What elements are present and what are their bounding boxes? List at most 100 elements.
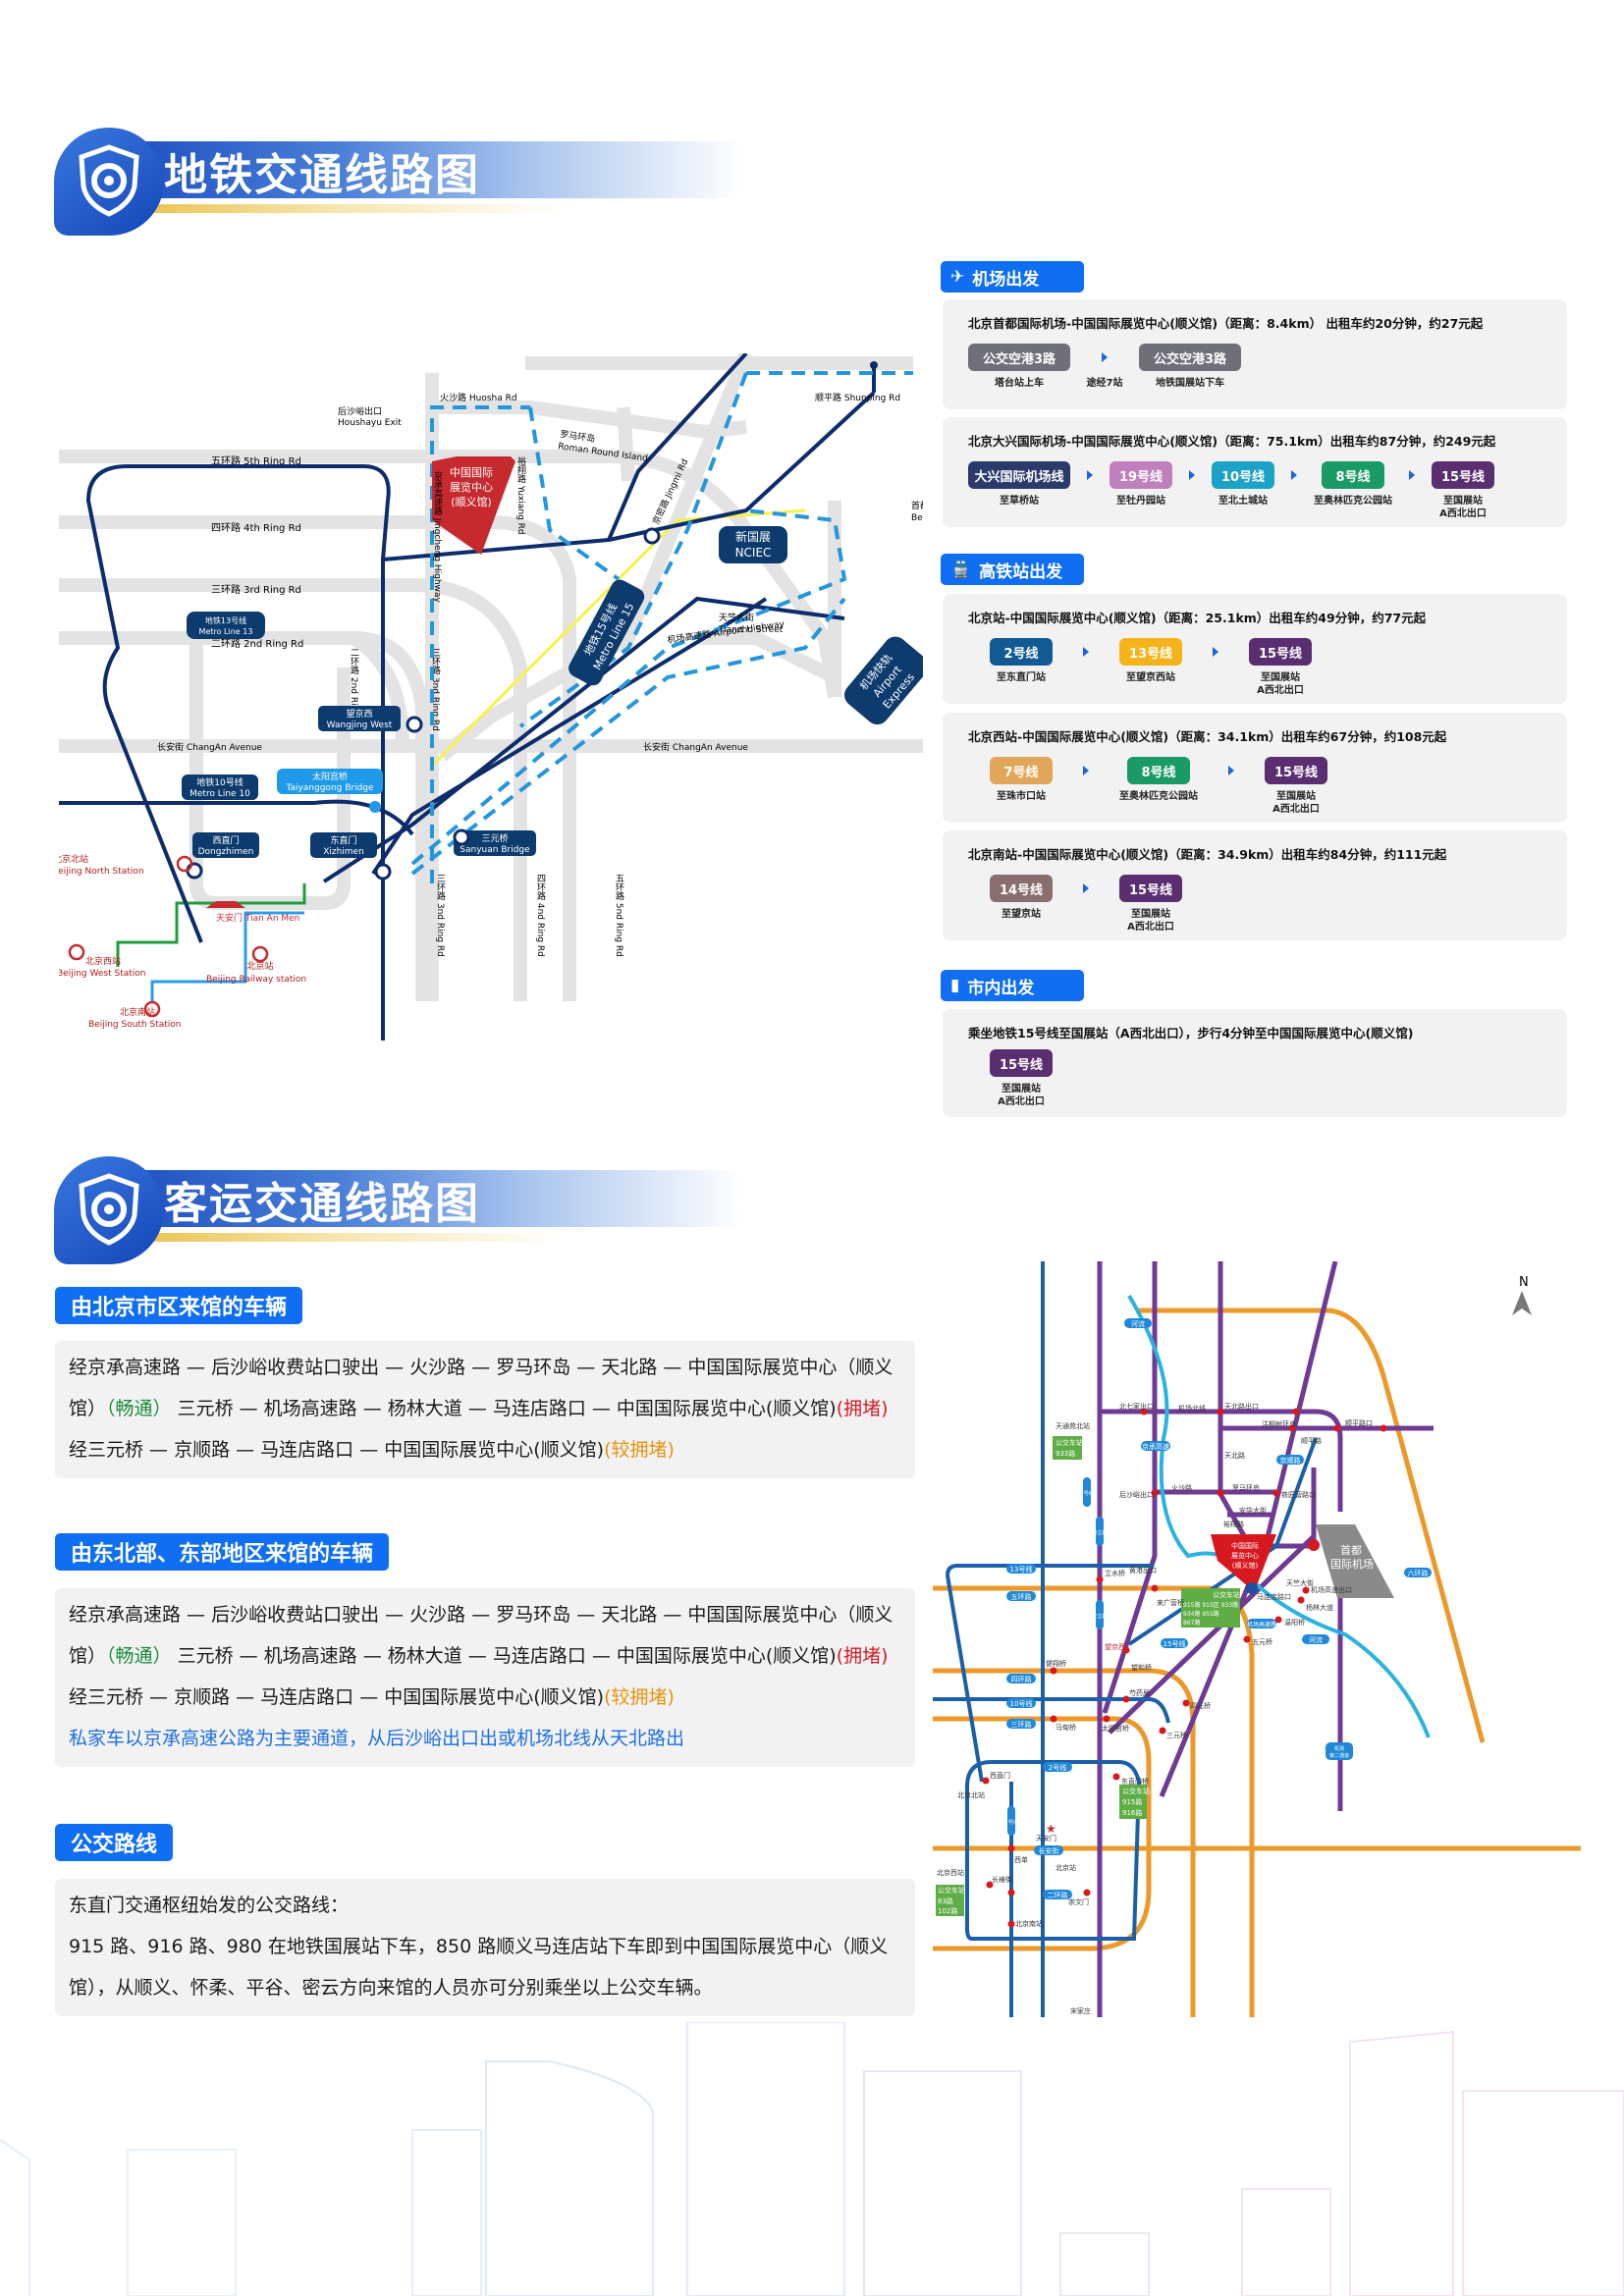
route-text: 经三元桥 — 京顺路 — 马连店路口 — 中国国际展览中心(顺义馆): [69, 1686, 605, 1708]
svg-text:机场高速出口: 机场高速出口: [1311, 1585, 1352, 1594]
svg-text:机场: 机场: [1334, 1745, 1344, 1752]
svg-text:河流: 河流: [1131, 1319, 1145, 1328]
svg-text:三环路: 三环路: [1011, 1720, 1032, 1729]
line-pill: 15号线: [990, 1049, 1053, 1077]
route-text: 经京承高速路 — 后沙峪收费站口驶出 — 火沙路 — 罗马环岛 — 天北路 — …: [69, 1604, 893, 1667]
svg-text:河流: 河流: [1309, 1635, 1323, 1644]
route-head: 北京南站-中国国际展览中心(顺义馆)（距离：34.9km）出租车约84分钟，约1…: [968, 847, 1447, 862]
route-card-city: 乘坐地铁15号线至国展站（A西北出口），步行4分钟至中国国际展览中心(顺义馆) …: [943, 1009, 1567, 1117]
svg-text:望京西: 望京西: [1105, 1642, 1125, 1651]
private-car-note: 私家车以京承高速公路为主要通道，从后沙峪出口出或机场北线从天北路出: [69, 1728, 685, 1749]
svg-text:机场高速路: 机场高速路: [1247, 1621, 1276, 1629]
route-head: 北京首都国际机场-中国国际展览中心(顺义馆)（距离：8.4km） 出租车约20分…: [968, 316, 1484, 331]
status-busy: (较拥堵): [604, 1439, 675, 1461]
arrow-icon: [1083, 883, 1089, 893]
route-step: 15号线至国展站 A西北出口: [1265, 757, 1327, 816]
capital-airport-cn: 首都机场: [911, 500, 923, 511]
route-steps: 15号线至国展站 A西北出口: [968, 1049, 1567, 1108]
shunping-label: 顺平路 Shunping Rd: [815, 392, 900, 403]
metro-section-title: 地铁交通线路图: [164, 150, 480, 200]
line-lightblue: [150, 911, 304, 1001]
route-card-daxing: 北京大兴国际机场-中国国际展览中心(顺义馆)（距离：75.1km）出租车约87分…: [943, 417, 1567, 527]
svg-text:机场北线: 机场北线: [1178, 1404, 1206, 1413]
route-head: 北京大兴国际机场-中国国际展览中心(顺义馆)（距离：75.1km）出租车约87分…: [968, 434, 1496, 449]
svg-text:安立路: 安立路: [1092, 1613, 1107, 1620]
step-destination: 至北土城站: [1218, 496, 1268, 507]
line-pill: 15号线: [1265, 757, 1327, 784]
badge-dongzhimen: 东直门 Xizhimen: [310, 832, 377, 858]
v-ring3b-label: 三环路 3nd Ring Rd: [430, 648, 441, 731]
route-step: 15号线至国展站 A西北出口: [1432, 461, 1494, 520]
svg-text:Beijing North Station: Beijing North Station: [59, 867, 144, 877]
status-clear: （畅通）: [106, 1645, 172, 1667]
place-labels: 北七家出口 机场北线 天北路出口 沽柳树环岛 顺平路口 顺平路 天北路 后沙峪出…: [937, 1402, 1373, 2015]
svg-text:NCIEC: NCIEC: [735, 546, 772, 560]
svg-text:Dongzhimen: Dongzhimen: [198, 847, 254, 857]
line-pill: 8号线: [1322, 461, 1384, 489]
line-pill: 15号线: [1249, 638, 1312, 666]
step-destination: 至珠市口站: [997, 791, 1046, 802]
north-label: N: [1519, 1275, 1529, 1290]
svg-text:五元桥: 五元桥: [1252, 1637, 1272, 1646]
svg-text:汤立路: 汤立路: [1092, 1529, 1107, 1536]
svg-text:罗马环岛: 罗马环岛: [1232, 1483, 1260, 1492]
driving-route-dashes: [410, 371, 913, 883]
tiananmen-icon: [206, 901, 245, 908]
step-destination: 至东直门站: [997, 672, 1046, 683]
svg-text:马甸桥: 马甸桥: [1056, 1723, 1076, 1732]
houshayu-en: Houshayu Exit: [338, 418, 402, 428]
yuxiang-label: 裕翔路 Yuxiang Rd: [515, 455, 526, 535]
line-green: [116, 883, 306, 967]
bus-line-1: 东直门交通枢纽始发的公交路线：: [69, 1895, 350, 1916]
svg-text:公交车站: 公交车站: [1056, 1438, 1083, 1447]
ring3-label: 三环路 3rd Ring Rd: [211, 583, 301, 596]
route-step: 大兴国际机场线至草桥站: [968, 461, 1070, 507]
svg-text:杨林大道: 杨林大道: [1306, 1603, 1333, 1612]
route-pill: 公交空港3路: [1139, 344, 1241, 371]
step-destination: 至国展站 A西北出口: [1439, 496, 1487, 519]
svg-text:Beijing South Station: Beijing South Station: [88, 1020, 182, 1030]
line-pill: 14号线: [990, 875, 1053, 902]
route-step: 10号线至北土城站: [1212, 461, 1274, 507]
airport-node: [1308, 1539, 1320, 1551]
svg-text:黄港出口: 黄港出口: [1129, 1566, 1157, 1575]
venue-label: 展览中心: [1231, 1551, 1259, 1560]
svg-text:崇文门: 崇文门: [1068, 1897, 1089, 1906]
route-step: 8号线至奥林匹克公园站: [1314, 461, 1392, 507]
svg-text:915路 915区 933路: 915路 915区 933路: [1183, 1601, 1238, 1609]
airplane-icon: ✈: [950, 267, 965, 287]
step-destination: 至国展站 A西北出口: [1272, 791, 1320, 815]
svg-text:望京西: 望京西: [346, 708, 372, 720]
banner-gold-underline: [113, 204, 565, 213]
svg-text:长安街: 长安街: [1039, 1846, 1059, 1855]
svg-text:沽柳树环岛: 沽柳树环岛: [1262, 1419, 1296, 1428]
svg-text:望和桥: 望和桥: [1131, 1663, 1152, 1672]
svg-text:Sanyuan Bridge: Sanyuan Bridge: [460, 845, 530, 855]
car-city-tag: 由北京市区来馆的车辆: [55, 1287, 303, 1324]
car-city-text: 经京承高速路 — 后沙峪收费站口驶出 — 火沙路 — 罗马环岛 — 天北路 — …: [55, 1341, 915, 1478]
step-arrow: [1182, 638, 1249, 657]
airport-departure-tag: ✈ 机场出发: [941, 261, 1084, 293]
venue-label-1: 中国国际: [450, 466, 493, 479]
svg-text:公交车站: 公交车站: [1122, 1787, 1150, 1795]
route-text: 经三元桥 — 京顺路 — 马连店路口 — 中国国际展览中心(顺义馆): [69, 1439, 605, 1461]
svg-text:京顺路: 京顺路: [1280, 1456, 1301, 1465]
step-destination: 至国展站 A西北出口: [998, 1084, 1045, 1107]
route-step: 15号线至国展站 A西北出口: [1119, 875, 1182, 934]
badge-sanyuan: 三元桥 Sanyuan Bridge: [454, 830, 536, 856]
venue-label: (顺义馆): [1232, 1561, 1259, 1570]
svg-text:4号线: 4号线: [1004, 1819, 1017, 1826]
changan-label-east: 长安街 ChangAn Avenue: [643, 741, 748, 753]
venue-label-2: 展览中心: [450, 480, 493, 494]
svg-text:京承高速: 京承高速: [1142, 1442, 1169, 1451]
svg-text:915路: 915路: [1122, 1797, 1142, 1806]
status-congested: (拥堵): [836, 1398, 889, 1419]
svg-text:温阳桥: 温阳桥: [1284, 1618, 1305, 1627]
arrow-icon: [1102, 352, 1108, 362]
svg-text:健翔桥: 健翔桥: [1046, 1659, 1066, 1668]
arrow-icon: [1228, 766, 1234, 775]
bus-tag: 公交路线: [55, 1824, 174, 1861]
badge-airport-express: 机场快轨 Airport Express: [844, 636, 923, 725]
huosha-label: 火沙路 Huosha Rd: [440, 392, 517, 403]
arrow-icon: [1083, 647, 1089, 657]
